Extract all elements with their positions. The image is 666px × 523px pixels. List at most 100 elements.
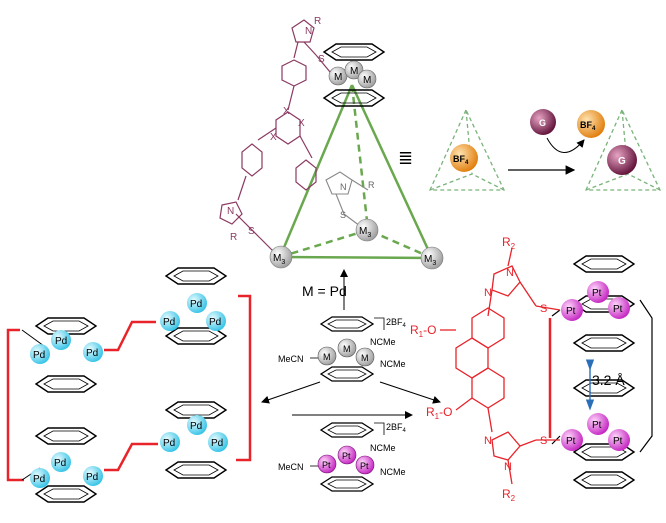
x-label: X	[298, 118, 305, 129]
pd-label: Pd	[209, 317, 221, 328]
svg-text:2BF4: 2BF4	[386, 422, 407, 434]
r1o-suffix: -O	[439, 405, 452, 419]
metal-label: M	[361, 353, 369, 363]
pt-assembly: Pt Pt Pt Pt Pt Pt 3.2 Å	[410, 235, 653, 503]
svg-text:R1-O: R1-O	[410, 323, 436, 339]
pd-label: Pd	[211, 438, 223, 449]
metal-label: M	[334, 72, 342, 83]
svg-text:M3: M3	[424, 254, 436, 267]
vertex-m3-right: M3	[420, 246, 444, 270]
r1o-suffix: -O	[423, 323, 436, 337]
pt-label: Pt	[613, 436, 623, 447]
guest-label: G	[618, 156, 626, 167]
n-label: N	[504, 461, 512, 473]
pd-label: Pd	[163, 317, 175, 328]
equiv-symbol: ≣	[398, 148, 413, 168]
metal-label: M	[363, 75, 371, 86]
tetra-guest: G	[584, 108, 662, 191]
svg-text:BF4: BF4	[453, 154, 469, 166]
pt-label: Pt	[592, 288, 602, 299]
subscript: 4	[592, 126, 596, 132]
guest-exchange: G BF4	[508, 109, 605, 175]
r-label: R	[368, 180, 375, 190]
x-label: X	[270, 132, 277, 143]
counter-ion: 2BF	[386, 317, 403, 327]
vertex-m3-left: M3	[269, 245, 293, 269]
pt-label: Pt	[566, 306, 576, 317]
subscript: 4	[403, 428, 407, 434]
s-label: S	[540, 303, 547, 315]
subscript: 2	[511, 494, 516, 503]
pd-label: Pd	[163, 438, 175, 449]
pd-label: Pd	[33, 350, 45, 361]
vertex-m3-inner: M3	[355, 218, 379, 242]
s-label: S	[248, 226, 255, 237]
metal-label: M	[323, 352, 331, 362]
mecn-label: MeCN	[278, 354, 304, 364]
pd-label: Pd	[190, 299, 202, 310]
svg-text:R1-O: R1-O	[426, 405, 452, 421]
metal-label: M	[350, 66, 358, 77]
ncme-label: NCMe	[380, 467, 406, 477]
pt-label: Pt	[566, 436, 576, 447]
r-label: R	[230, 232, 237, 243]
metal-label: M	[343, 344, 351, 354]
pt-label: Pt	[342, 451, 351, 461]
counter-ion: 2BF	[386, 422, 403, 432]
ncme-label: NCMe	[370, 443, 396, 453]
s-label: S	[540, 435, 547, 447]
top-metal-cluster: M M M	[323, 43, 385, 107]
r2-label: R	[502, 235, 511, 249]
s-label: S	[318, 54, 325, 65]
svg-text:R2: R2	[502, 235, 516, 251]
gray-ligand	[325, 171, 369, 227]
svg-text:R2: R2	[502, 487, 516, 503]
r2-label: R	[502, 487, 511, 501]
guest-label: G	[539, 118, 546, 128]
pd-label: Pd	[54, 458, 66, 469]
r1o-label: R	[410, 323, 419, 337]
purple-ligand	[219, 19, 331, 253]
subscript: 4	[403, 323, 407, 329]
pt-label: Pt	[322, 460, 331, 470]
tetra-bf4: BF4	[428, 108, 506, 191]
n-label: N	[484, 287, 492, 299]
subscript: 3	[367, 232, 371, 239]
pd-label: Pd	[86, 472, 98, 483]
n-label: N	[340, 182, 347, 192]
pd-label: Pd	[86, 348, 98, 359]
svg-text:2BF4: 2BF4	[386, 317, 407, 329]
r-label: R	[314, 16, 321, 27]
distance-label: 3.2 Å	[592, 372, 625, 388]
purple-ligand-labels: N R S X X X N S R	[227, 16, 325, 243]
r1o-label: R	[426, 405, 435, 419]
s-label: S	[340, 210, 346, 220]
svg-text:M3: M3	[359, 226, 371, 239]
subscript: 1	[419, 330, 424, 339]
n-label: N	[305, 26, 312, 37]
subscript: 4	[465, 160, 469, 166]
metal-label: M	[273, 253, 281, 264]
mecn-label: MeCN	[278, 462, 304, 472]
bf4-label: BF	[453, 154, 465, 164]
pd-assembly: Pd Pd Pd Pd Pd Pd Pd Pd Pd Pd Pd Pd	[6, 267, 252, 503]
pt-label: Pt	[592, 420, 602, 431]
pt-label: Pt	[360, 461, 369, 471]
ncme-label: NCMe	[370, 337, 396, 347]
metal-label: M	[359, 226, 367, 237]
subscript: 2	[511, 242, 516, 251]
pt-label: Pt	[613, 304, 623, 315]
n-label: N	[484, 435, 492, 447]
svg-text:BF4: BF4	[580, 120, 596, 132]
x-label: X	[283, 106, 290, 117]
ncme-label: NCMe	[380, 359, 406, 369]
metal-label: M	[424, 254, 432, 265]
pd-label: Pd	[55, 336, 67, 347]
subscript: 3	[281, 259, 285, 266]
n-label: N	[506, 267, 514, 279]
pd-label: Pd	[33, 474, 45, 485]
svg-text:M3: M3	[273, 253, 285, 266]
bf4-label: BF	[580, 120, 592, 130]
pd-label: Pd	[190, 421, 202, 432]
